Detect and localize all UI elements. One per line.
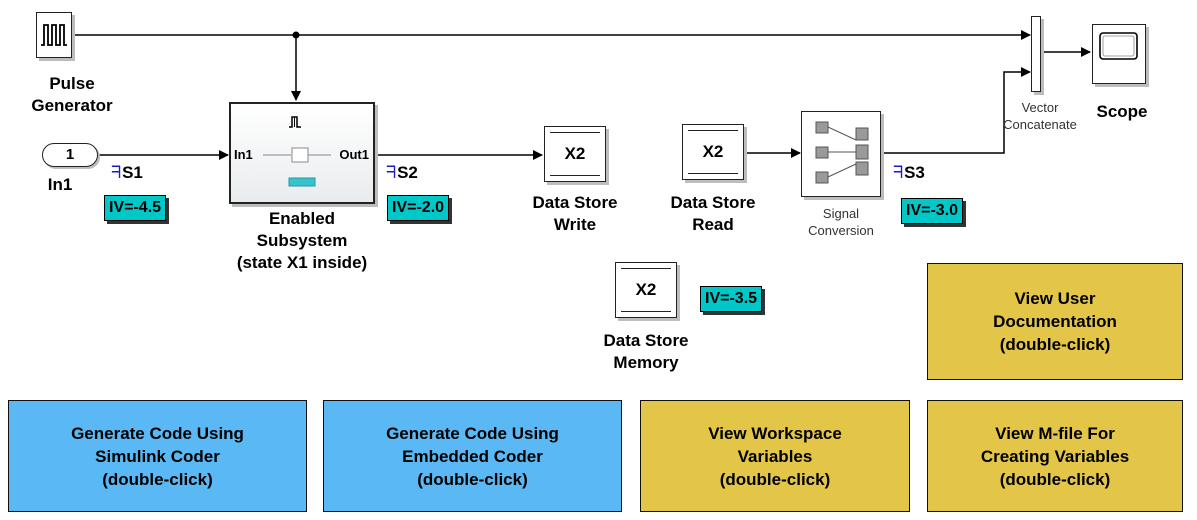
view-mfile-line3: (double-click) — [999, 469, 1111, 489]
generate-code-simulink-coder-button[interactable]: Generate Code Using Simulink Coder (doub… — [8, 400, 307, 512]
data-store-write-block[interactable]: X2 — [544, 126, 606, 182]
data-store-read-var: X2 — [702, 142, 724, 161]
view-user-doc-line3: (double-click) — [999, 335, 1111, 354]
scope-block[interactable] — [1092, 24, 1146, 84]
data-store-memory-block[interactable]: X2 — [615, 262, 677, 318]
pulse-wave-icon — [41, 24, 67, 46]
iv-label-s3: IV=-3.0 — [901, 198, 964, 224]
generate-code-embedded-coder-button[interactable]: Generate Code Using Embedded Coder (doub… — [323, 400, 622, 512]
subsystem-inner-icon — [263, 147, 331, 187]
data-store-read-label: Data Store Read — [648, 192, 778, 236]
enabled-subsystem-label-line2: Subsystem — [256, 231, 348, 250]
iv-label-s2: IV=-2.0 — [387, 195, 450, 221]
data-store-memory-label-line1: Data Store — [603, 331, 689, 350]
generate-simulink-line1: Generate Code Using — [71, 423, 244, 443]
signal-name-s3: S3 — [904, 163, 925, 182]
view-workspace-line2: Variables — [737, 446, 813, 466]
vector-concatenate-label: Vector Concatenate — [985, 99, 1095, 133]
vector-concatenate-label-line2: Concatenate — [1003, 117, 1077, 132]
data-store-write-var: X2 — [564, 144, 586, 163]
data-store-memory-label: Data Store Memory — [578, 330, 714, 374]
signal-marker-icon: ᖷ — [893, 163, 904, 182]
data-store-read-block[interactable]: X2 — [682, 124, 744, 180]
data-store-read-label-line2: Read — [692, 215, 734, 234]
signal-conversion-label-line2: Conversion — [808, 223, 874, 238]
view-user-documentation-button[interactable]: View User Documentation (double-click) — [927, 263, 1183, 380]
enabled-subsystem-label: Enabled Subsystem (state X1 inside) — [195, 208, 409, 274]
subsystem-in-port-label: In1 — [234, 147, 253, 162]
signal-conversion-icon — [815, 121, 869, 184]
signal-label-s1: ᖷS1 — [111, 163, 143, 183]
iv-label-s1: IV=-4.5 — [104, 195, 167, 221]
signal-name-s1: S1 — [122, 163, 143, 182]
signal-conversion-label-line1: Signal — [822, 206, 860, 221]
data-store-write-label-line1: Data Store — [532, 193, 618, 212]
generate-embedded-line1: Generate Code Using — [386, 423, 559, 443]
subsystem-out-port-label: Out1 — [339, 147, 369, 162]
signal-conversion-label: Signal Conversion — [790, 205, 892, 239]
generate-simulink-line3: (double-click) — [102, 469, 213, 489]
generate-embedded-line2: Embedded Coder — [402, 446, 543, 466]
iv-label-dsm: IV=-3.5 — [700, 286, 763, 312]
view-workspace-line1: View Workspace — [708, 423, 842, 443]
data-store-write-label-line2: Write — [553, 215, 597, 234]
data-store-memory-var: X2 — [635, 280, 657, 299]
view-user-doc-line1: View User — [1014, 289, 1096, 308]
generate-embedded-line3: (double-click) — [417, 469, 528, 489]
signal-marker-icon: ᖷ — [386, 163, 397, 182]
view-user-doc-line2: Documentation — [993, 312, 1117, 331]
enabled-subsystem-label-line1: Enabled — [268, 209, 336, 228]
in1-label: In1 — [47, 175, 73, 194]
signal-label-s3: ᖷS3 — [893, 163, 925, 183]
data-store-read-label-line1: Data Store — [670, 193, 756, 212]
generate-simulink-line2: Simulink Coder — [95, 446, 220, 466]
enabled-subsystem-block[interactable]: In1 Out1 — [229, 102, 375, 204]
signal-marker-icon: ᖷ — [111, 163, 122, 182]
vector-concatenate-label-line1: Vector — [1021, 100, 1059, 115]
signal-name-s2: S2 — [397, 163, 418, 182]
data-store-write-label: Data Store Write — [510, 192, 640, 236]
signal-label-s2: ᖷS2 — [386, 163, 418, 183]
view-workspace-variables-button[interactable]: View Workspace Variables (double-click) — [640, 400, 910, 512]
pulse-generator-label: Pulse Generator — [31, 74, 113, 115]
line-s3 — [882, 67, 1031, 154]
view-mfile-creating-variables-button[interactable]: View M-file For Creating Variables (doub… — [927, 400, 1183, 512]
vector-concatenate-block[interactable] — [1031, 16, 1041, 92]
signal-conversion-block[interactable] — [801, 111, 881, 197]
pulse-generator-block[interactable] — [36, 12, 72, 58]
view-workspace-line3: (double-click) — [719, 469, 831, 489]
scope-screen-icon — [1099, 32, 1138, 60]
view-mfile-line1: View M-file For — [995, 423, 1115, 443]
view-mfile-line2: Creating Variables — [980, 446, 1130, 466]
enable-port-icon — [289, 116, 301, 128]
scope-label: Scope — [1096, 102, 1148, 121]
data-store-memory-label-line2: Memory — [613, 353, 679, 372]
in1-port-block[interactable]: 1 — [42, 143, 98, 167]
enabled-subsystem-label-line3: (state X1 inside) — [236, 253, 368, 272]
